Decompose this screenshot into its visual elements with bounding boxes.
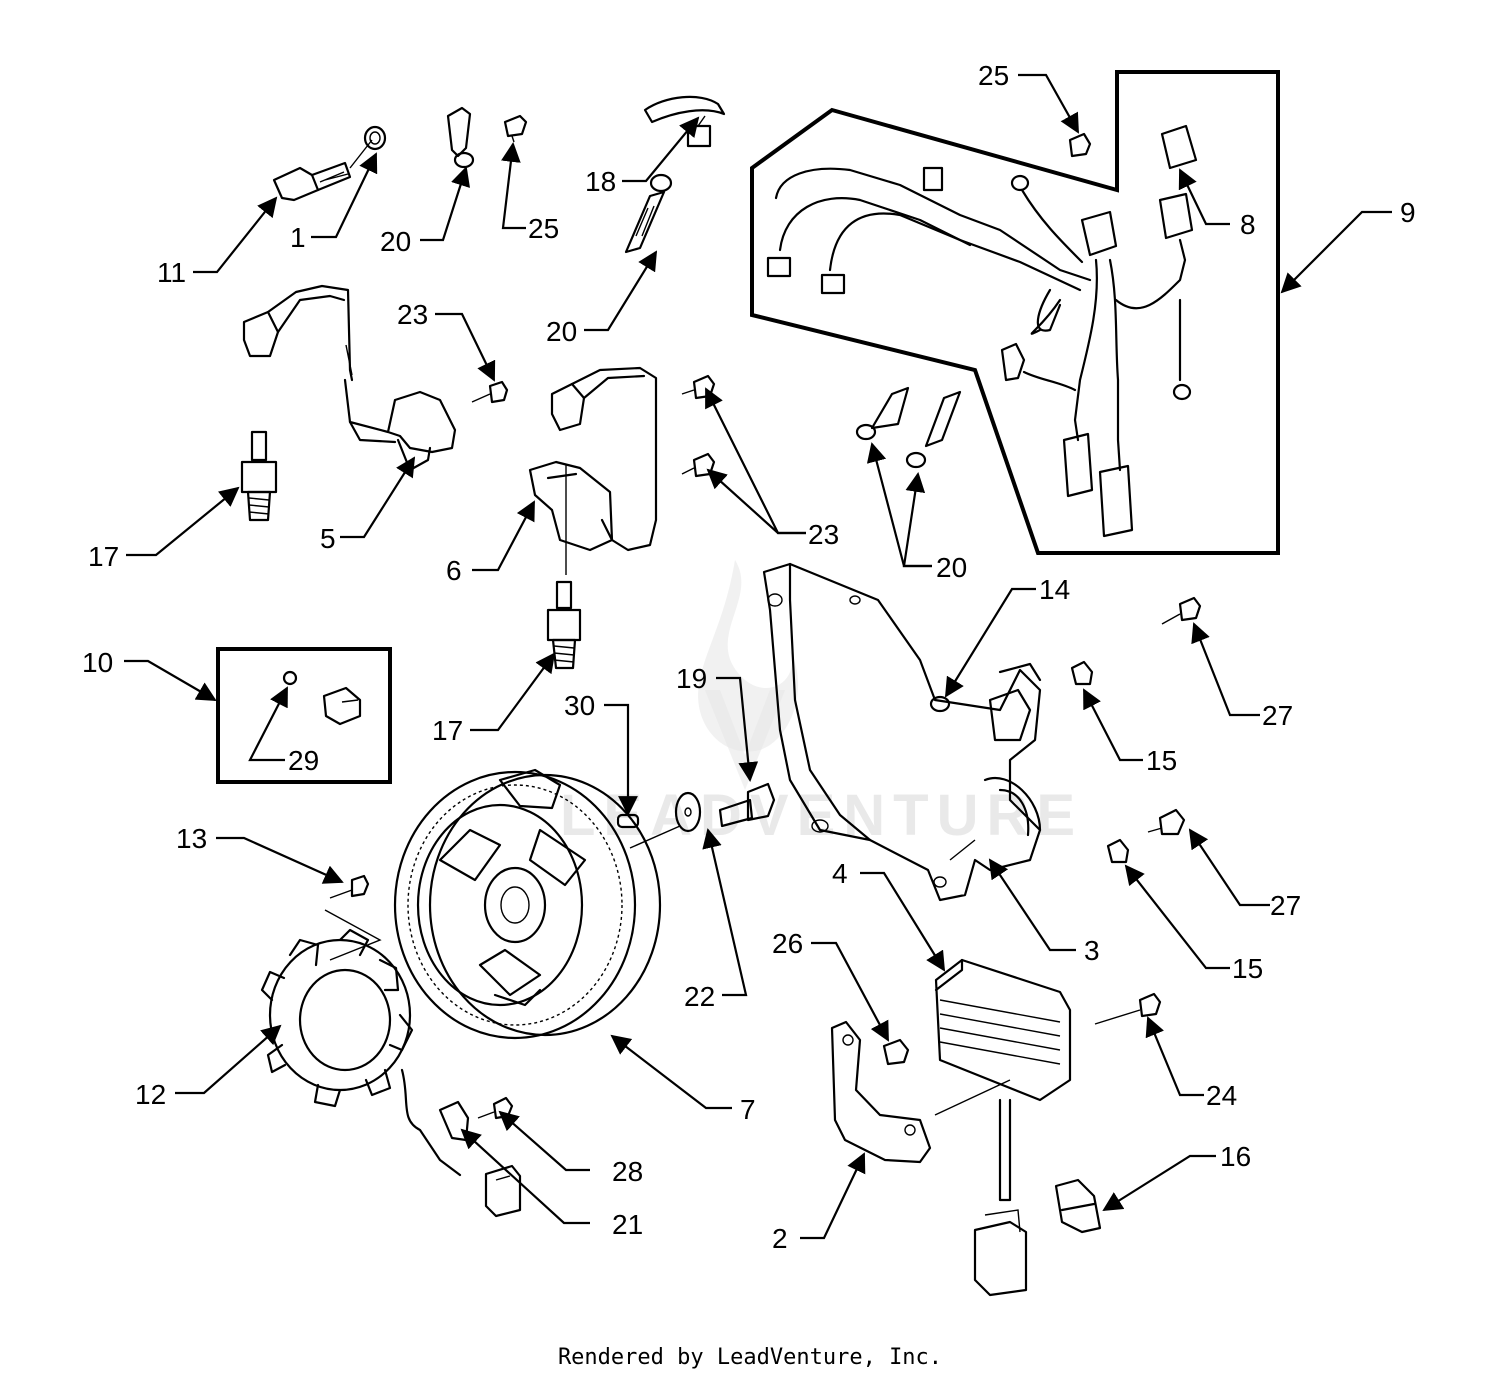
callout-30: 30	[564, 690, 595, 721]
callout-1: 1	[290, 222, 306, 253]
callout-10: 10	[82, 647, 113, 678]
callout-19: 19	[676, 663, 707, 694]
callout-26: 26	[772, 928, 803, 959]
callout-23: 23	[397, 299, 428, 330]
wire-lead-part	[643, 95, 726, 148]
oil-pressure-switch-part	[282, 670, 362, 726]
callout-20: 20	[546, 316, 577, 347]
callout-8: 8	[1240, 209, 1256, 240]
callout-16: 16	[1220, 1141, 1251, 1172]
callout-25: 25	[978, 60, 1009, 91]
footer-credit: Rendered by LeadVenture, Inc.	[557, 1345, 943, 1370]
callout-15: 15	[1146, 745, 1177, 776]
leader-lines	[124, 73, 1392, 1240]
callout-22: 22	[684, 981, 715, 1012]
callout-11: 11	[157, 257, 186, 288]
wiring-harness-part	[766, 124, 1198, 538]
callout-2: 2	[772, 1223, 788, 1254]
ignition-coil-right-part	[528, 366, 658, 575]
screw-part	[477, 1096, 514, 1120]
callout-20: 20	[936, 552, 967, 583]
callout-20: 20	[380, 226, 411, 257]
regulator-bracket-part	[830, 1020, 1011, 1164]
callout-9: 9	[1400, 197, 1416, 228]
callout-28: 28	[612, 1156, 643, 1187]
regulator-screw-part	[1094, 992, 1162, 1025]
washer-part	[363, 125, 387, 151]
callout-7: 7	[740, 1094, 756, 1125]
screw-part	[681, 452, 716, 478]
wire-clip-part	[438, 1100, 470, 1142]
grommet-part	[1070, 660, 1094, 686]
screw-part	[503, 114, 528, 143]
screw-part	[471, 380, 509, 404]
callout-24: 24	[1206, 1080, 1237, 1111]
oil-switch-kit-frame	[216, 647, 392, 784]
watermark-text: LEADVENTURE	[560, 783, 1083, 848]
callout-18: 18	[585, 166, 616, 197]
callout-15: 15	[1232, 953, 1263, 984]
ignition-coil-left-part	[242, 284, 457, 472]
flywheel-bolt-part	[718, 782, 776, 828]
callout-23: 23	[808, 519, 839, 550]
flywheel-part	[393, 768, 662, 1040]
blower-housing-part	[762, 562, 1042, 902]
callout-29: 29	[288, 745, 319, 776]
callout-3: 3	[1084, 935, 1100, 966]
bracket-screw-part	[882, 1038, 910, 1066]
callout-17: 17	[432, 715, 463, 746]
screw-part	[1147, 808, 1186, 836]
callout-4: 4	[832, 858, 848, 889]
callout-12: 12	[135, 1079, 166, 1110]
voltage-regulator-part	[934, 958, 1072, 1297]
callout-27: 27	[1270, 890, 1301, 921]
callout-17: 17	[88, 541, 119, 572]
stator-screw-part	[324, 874, 382, 961]
spark-plug-left-part	[240, 430, 278, 522]
callout-13: 13	[176, 823, 207, 854]
callout-6: 6	[446, 555, 462, 586]
callout-14: 14	[1039, 574, 1070, 605]
insulated-terminal-part	[624, 173, 673, 254]
harness-kit-frame	[750, 70, 1280, 555]
flywheel-washer-part	[629, 791, 702, 849]
callout-25: 25	[528, 213, 559, 244]
screw-part	[1161, 596, 1202, 625]
callout-27: 27	[1262, 700, 1293, 731]
cable-clamp-part	[1054, 1178, 1102, 1234]
callout-21: 21	[612, 1209, 643, 1240]
grommet-part	[1106, 838, 1130, 864]
callout-labels: 11 1 20 25 18 20 23 5 17 6 23 17 10 29 3…	[82, 60, 1416, 1254]
stator-part	[260, 928, 462, 1177]
callout-5: 5	[320, 523, 336, 554]
ring-terminal-part	[855, 386, 962, 469]
ring-terminal-part	[446, 106, 475, 169]
stator-connector-part	[484, 1164, 522, 1218]
spacer-washer-part	[929, 695, 951, 713]
watermark-logo: LEADVENTURE	[560, 560, 1083, 848]
